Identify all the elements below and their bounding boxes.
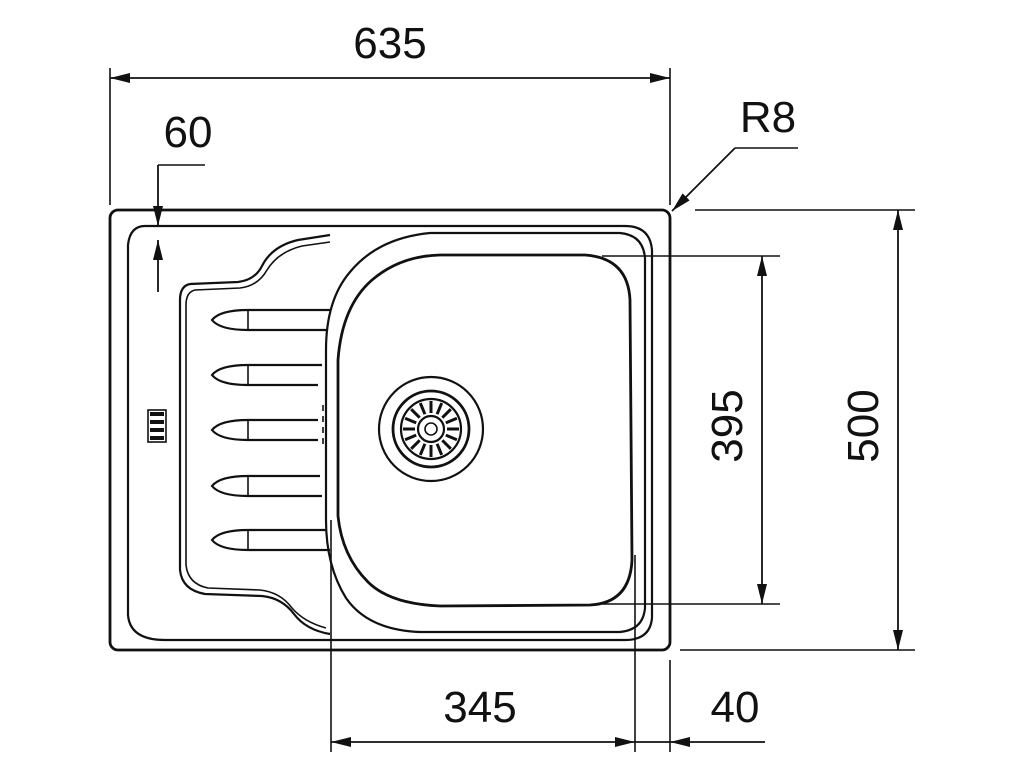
rim-overflow-marker xyxy=(147,409,167,443)
strainer-slot xyxy=(445,416,458,425)
dimension-bowl-width: 345 xyxy=(330,520,636,752)
sink-inner-rim xyxy=(126,224,654,642)
dimension-overall-width: 635 xyxy=(109,19,671,205)
bowl-outer-edge xyxy=(324,231,647,634)
dimension-drainer-offset: 60 xyxy=(153,108,213,292)
strainer-slots xyxy=(403,401,459,457)
dimension-label-overall-depth: 500 xyxy=(839,389,888,462)
strainer-slot xyxy=(441,439,452,450)
sink-outer-rim xyxy=(108,208,672,652)
dimension-label-rim-margin: 40 xyxy=(711,683,760,732)
drainer-rib xyxy=(210,308,330,332)
strainer-slot xyxy=(418,402,427,415)
drainer-rib xyxy=(210,474,322,498)
dimension-label-bowl-depth: 395 xyxy=(703,389,752,462)
strainer-slot xyxy=(404,433,417,442)
sink-bowl xyxy=(322,231,647,634)
sink-outline xyxy=(108,208,672,652)
dimension-corner-radius: R8 xyxy=(671,93,798,212)
drainer-board-inner-edge xyxy=(185,241,331,629)
strainer-slot xyxy=(418,443,427,456)
strainer-slot xyxy=(441,408,452,419)
dimension-bowl-depth: 395 xyxy=(602,255,780,605)
strainer-slot xyxy=(410,408,421,419)
strainer-slot xyxy=(435,443,444,456)
strainer-slot xyxy=(445,433,458,442)
strainer-slot xyxy=(410,439,421,450)
drainer-rib xyxy=(210,528,330,552)
drainer-board-edge xyxy=(178,233,331,636)
strainer-slot xyxy=(435,402,444,415)
dimension-label-drainer-offset: 60 xyxy=(164,108,213,157)
drainer-board xyxy=(178,233,331,636)
dimension-label-overall-width: 635 xyxy=(353,19,426,68)
dimension-overall-depth: 500 xyxy=(680,209,915,651)
drainer-rib xyxy=(210,363,322,387)
dimension-label-bowl-width: 345 xyxy=(443,683,516,732)
bowl-inner-edge xyxy=(336,253,634,608)
drain-strainer-icon xyxy=(377,375,485,483)
drainer-rib xyxy=(210,418,318,442)
dimension-label-corner-radius: R8 xyxy=(740,93,796,142)
strainer-slot xyxy=(404,416,417,425)
dimension-rim-margin: 40 xyxy=(635,660,765,752)
